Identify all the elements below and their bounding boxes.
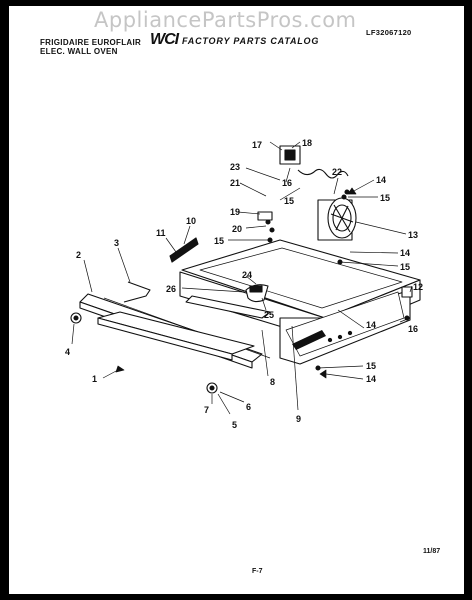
callout-16a: 16	[282, 178, 292, 188]
callout-12: 12	[413, 282, 423, 292]
vent-strip-10	[169, 237, 199, 263]
callout-13: 13	[408, 230, 418, 240]
callout-19: 19	[230, 207, 240, 217]
callout-15c: 15	[214, 236, 224, 246]
catalog-date: 11/87	[423, 548, 441, 555]
top-plate-inner	[199, 247, 403, 309]
panel-1	[97, 311, 255, 355]
callouts: 1 2 3 4 5 6 7 8 9 10 11 12 13 14 14 14 1…	[65, 138, 423, 430]
duct-26	[185, 295, 271, 319]
rod-3	[123, 281, 151, 303]
callout-14c: 14	[366, 320, 376, 330]
callout-25: 25	[264, 310, 274, 320]
blower-fan	[317, 197, 357, 241]
vent-strip-right	[292, 330, 326, 350]
callout-18: 18	[302, 138, 312, 148]
callout-20: 20	[232, 224, 242, 234]
callout-9: 9	[296, 414, 301, 424]
part-12	[401, 286, 413, 298]
panel-1-face	[97, 317, 233, 361]
callout-5: 5	[232, 420, 237, 430]
leader-lines	[71, 141, 413, 415]
callout-15b: 15	[284, 196, 294, 206]
callout-26: 26	[166, 284, 176, 294]
callout-17: 17	[252, 140, 262, 150]
callout-14b: 14	[400, 248, 410, 258]
callout-6: 6	[246, 402, 251, 412]
callout-15d: 15	[400, 262, 410, 272]
model-code: LF32067120	[366, 28, 412, 37]
brand-line: FRIGIDAIRE EUROFLAIR	[40, 38, 142, 47]
callout-21: 21	[230, 178, 240, 188]
callout-2: 2	[76, 250, 81, 260]
callout-14a: 14	[376, 175, 386, 185]
callout-14d: 14	[366, 374, 376, 384]
callout-15a: 15	[380, 193, 390, 203]
callout-11: 11	[156, 228, 166, 238]
callout-10: 10	[186, 216, 196, 226]
callout-3: 3	[114, 238, 119, 248]
callout-7: 7	[204, 405, 209, 415]
page-number: F-7	[252, 568, 263, 575]
callout-8: 8	[270, 377, 275, 387]
wire-harness	[297, 168, 349, 179]
callout-1: 1	[92, 374, 97, 384]
callout-15e: 15	[366, 361, 376, 371]
callout-4: 4	[65, 347, 70, 357]
watermark: AppliancePartsPros.com	[94, 8, 357, 32]
callout-23: 23	[230, 162, 240, 172]
wci-logo: WCI	[150, 31, 179, 48]
callout-22: 22	[332, 167, 342, 177]
catalog-title: FACTORY PARTS CATALOG	[182, 36, 320, 46]
callout-24: 24	[242, 270, 252, 280]
model-line: ELEC. WALL OVEN	[40, 47, 118, 56]
callout-16b: 16	[408, 324, 418, 334]
clip-19	[257, 211, 273, 221]
